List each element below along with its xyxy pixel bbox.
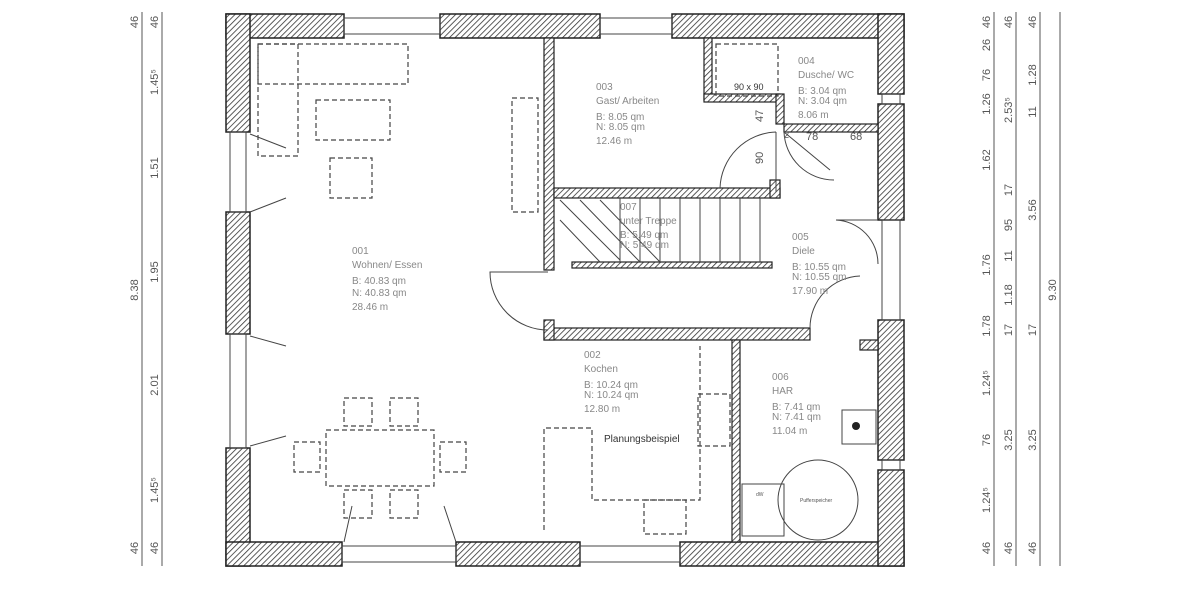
- room-area-b: B: 5.49 qm: [620, 230, 668, 241]
- right-dimension-label: 1.62: [981, 149, 993, 170]
- right-dimension-label: 3.56: [1027, 199, 1039, 220]
- right-dimension-label: 46: [1027, 542, 1039, 554]
- room-name: Kochen: [584, 364, 618, 375]
- room-area-b: B: 40.83 qm: [352, 276, 406, 287]
- room-name: unter Treppe: [620, 216, 677, 227]
- room-perimeter: 11.04 m: [772, 426, 807, 437]
- left-dimension-label: 1.95: [149, 261, 161, 282]
- right-dimension-label: 17: [1003, 184, 1015, 196]
- room-area-b: B: 7.41 qm: [772, 402, 820, 413]
- dimension-chains: 46 8.38 46 46 1.45⁵ 1.51 1.95 2.01 1.45⁵ 46 46 26 76…: [129, 12, 1061, 566]
- room-006: 006 HAR B: 7.41 qm N: 7.41 qm 11.04 m: [772, 372, 821, 437]
- room-area-b: B: 10.24 qm: [584, 380, 638, 391]
- right-dimension-label: 11: [1003, 250, 1015, 261]
- right-dimension-label: 95: [1003, 219, 1015, 231]
- dim-78: 78: [806, 131, 818, 143]
- room-number: 004: [798, 56, 815, 67]
- room-name: Wohnen/ Essen: [352, 260, 422, 271]
- right-dimension-label: 1.18: [1003, 284, 1015, 305]
- room-perimeter: 12.80 m: [584, 404, 620, 415]
- room-area-b: B: 10.55 qm: [792, 262, 846, 273]
- left-dimension-label: 46: [149, 16, 161, 28]
- right-dimension-label: 11: [1027, 106, 1039, 117]
- room-perimeter: 17.90 m: [792, 286, 828, 297]
- room-perimeter: 8.06 m: [798, 110, 829, 121]
- right-dimension-label: 76: [981, 434, 993, 446]
- right-dimension-label: 17: [1003, 324, 1015, 336]
- left-dimension-label: 46: [149, 542, 161, 554]
- room-area-b: B: 3.04 qm: [798, 86, 846, 97]
- buffer-tank-label: Pufferspeicher: [800, 498, 832, 504]
- doors: [249, 131, 879, 543]
- room-area-n: N: 10.24 qm: [584, 390, 638, 401]
- outer-walls: [225, 13, 905, 567]
- right-dimension-label: 46: [981, 542, 993, 554]
- room-number: 005: [792, 232, 809, 243]
- right-dimension-label: 3.25: [1027, 429, 1039, 450]
- right-dimension-label: 17: [1027, 324, 1039, 336]
- room-003: 003 Gast/ Arbeiten B: 8.05 qm N: 8.05 qm…: [596, 82, 659, 147]
- room-name: Gast/ Arbeiten: [596, 96, 659, 107]
- planning-label: Planungsbeispiel: [604, 434, 680, 445]
- right-dimension-label: 46: [981, 16, 993, 28]
- room-number: 003: [596, 82, 613, 93]
- room-perimeter: 12.46 m: [596, 136, 632, 147]
- left-dimension-label: 1.45⁵: [149, 69, 161, 95]
- windows: [229, 17, 901, 563]
- room-number: 006: [772, 372, 789, 383]
- right-dimension-label: 1.76: [981, 254, 993, 275]
- dim-47: 47: [754, 110, 766, 122]
- left-dimension-label: 46: [129, 16, 141, 28]
- room-name: Dusche/ WC: [798, 70, 854, 81]
- interior-walls: [543, 37, 879, 543]
- right-dimension-label: 3.25: [1003, 429, 1015, 450]
- right-dimension-label: 76: [981, 69, 993, 81]
- left-dimension-label: 8.38: [129, 279, 141, 300]
- left-dimension-label: 2.01: [149, 374, 161, 395]
- room-002: 002 Kochen B: 10.24 qm N: 10.24 qm 12.80…: [584, 350, 638, 415]
- dim-2: 2: [784, 130, 789, 140]
- room-007: 007 unter Treppe B: 5.49 qm N: 5.49 qm: [620, 202, 677, 251]
- room-area-n: N: 8.05 qm: [596, 122, 645, 133]
- right-dimension-label: 2.53⁵: [1003, 97, 1015, 123]
- left-dimension-label: 46: [129, 542, 141, 554]
- right-dimension-label: 1.78: [981, 315, 993, 336]
- room-name: Diele: [792, 246, 815, 257]
- right-dimension-label: 9.30: [1047, 279, 1059, 300]
- right-dimension-label: 46: [1003, 16, 1015, 28]
- room-name: HAR: [772, 386, 793, 397]
- right-dimension-label: 46: [1027, 16, 1039, 28]
- room-number: 001: [352, 246, 369, 257]
- room-area-n: N: 5.49 qm: [620, 240, 669, 251]
- room-area-n: N: 10.55 qm: [792, 272, 846, 283]
- room-area-n: N: 3.04 qm: [798, 96, 847, 107]
- right-dimension-label: 1.28: [1027, 64, 1039, 85]
- right-dimension-label: 1.24⁵: [981, 370, 993, 396]
- room-perimeter: 28.46 m: [352, 302, 388, 313]
- room-number: 002: [584, 350, 601, 361]
- room-number: 007: [620, 202, 637, 213]
- right-dimension-label: 46: [1003, 542, 1015, 554]
- right-dimension-label: 1.26: [981, 93, 993, 114]
- room-004: 004 Dusche/ WC B: 3.04 qm N: 3.04 qm 8.0…: [798, 56, 854, 121]
- room-area-n: N: 40.83 qm: [352, 288, 406, 299]
- left-dimension-label: 1.51: [149, 157, 161, 178]
- left-dimension-label: 1.45⁵: [149, 477, 161, 503]
- dim-68: 68: [850, 131, 862, 143]
- room-005: 005 Diele B: 10.55 qm N: 10.55 qm 17.90 …: [792, 232, 846, 297]
- dhw-label: dW: [756, 492, 764, 498]
- shower-size: 90 x 90: [734, 82, 764, 92]
- right-dimension-label: 26: [981, 39, 993, 51]
- room-001: 001 Wohnen/ Essen B: 40.83 qm N: 40.83 q…: [352, 246, 422, 313]
- room-area-n: N: 7.41 qm: [772, 412, 821, 423]
- right-dimension-label: 1.24⁵: [981, 487, 993, 513]
- furniture: [257, 43, 877, 541]
- room-area-b: B: 8.05 qm: [596, 112, 644, 123]
- dim-door-90: 90: [754, 152, 766, 164]
